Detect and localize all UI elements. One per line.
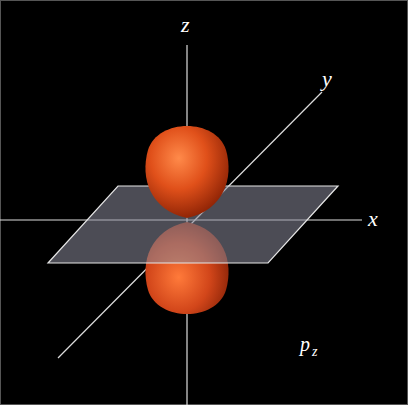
orbital-name: p: [300, 334, 310, 354]
axis-label: x: [368, 208, 378, 230]
axis-label: z: [181, 14, 190, 36]
upper-lobe: [145, 126, 228, 218]
orbital-subscript: z: [312, 345, 317, 359]
axis-label: y: [322, 68, 332, 90]
